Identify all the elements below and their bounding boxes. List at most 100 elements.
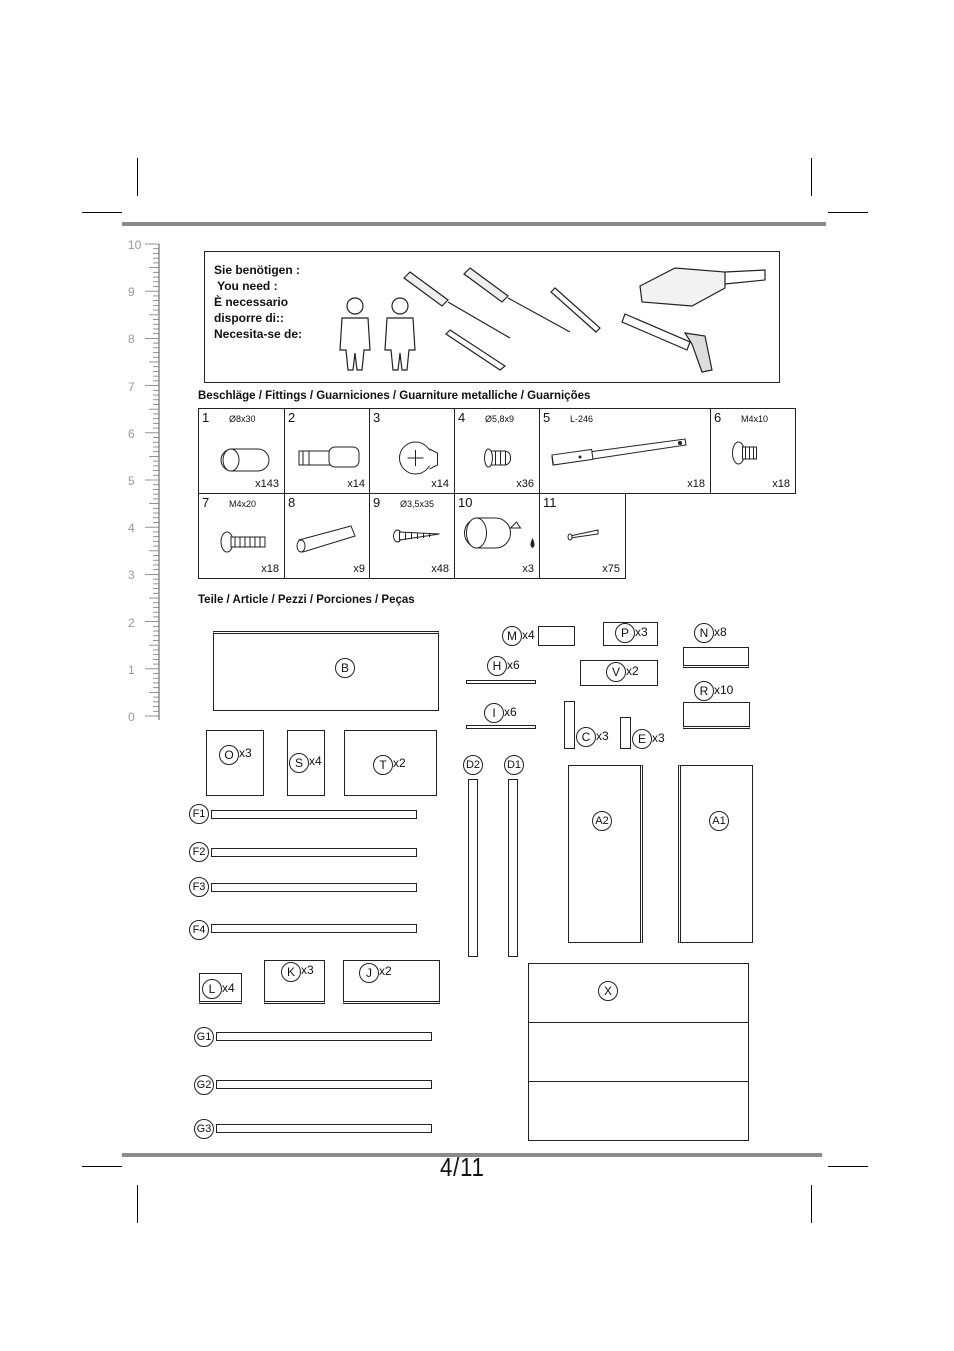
ruler-label: 0 <box>128 710 135 724</box>
fitting-spec: M4x20 <box>229 499 257 509</box>
ruler-label: 2 <box>128 615 135 630</box>
fitting-quantity: x36 <box>516 478 534 490</box>
fitting-number: 1 <box>202 410 210 425</box>
panel-j <box>343 960 440 1004</box>
crop-mark <box>82 212 122 213</box>
part-count: x2 <box>379 964 392 978</box>
fitting-number: 5 <box>543 410 551 425</box>
fitting-icon <box>220 448 270 472</box>
part-label: A1 <box>709 811 729 831</box>
panel-d1 <box>508 779 518 957</box>
part-label: X <box>598 981 618 1001</box>
tools-illustration <box>339 267 766 373</box>
panel-x <box>528 963 749 1141</box>
crop-mark <box>828 1166 868 1167</box>
fitting-quantity: x9 <box>353 563 365 575</box>
part-label: R <box>694 681 714 701</box>
part-label: G2 <box>194 1075 214 1095</box>
panel-l <box>199 973 242 1004</box>
crop-mark <box>137 1185 138 1223</box>
panel-d2 <box>468 779 478 957</box>
fitting-icon <box>220 531 266 553</box>
part-label: A2 <box>592 811 612 831</box>
fitting-icon <box>393 529 440 543</box>
part-label: M <box>502 626 522 646</box>
panel-e <box>620 717 631 749</box>
fitting-spec: Ø8x30 <box>229 414 256 424</box>
hammer-icon <box>621 313 713 373</box>
fitting-number: 10 <box>458 495 473 510</box>
bar-f2 <box>211 848 417 857</box>
ruler-label: 9 <box>128 285 135 300</box>
panel-b <box>213 631 439 711</box>
part-count: x10 <box>714 683 734 697</box>
ruler-label: 7 <box>128 379 135 394</box>
fitting-icon <box>296 525 356 553</box>
fitting-cell: 1 Ø8x30 x143 <box>198 408 285 494</box>
part-label: C <box>576 727 596 747</box>
fitting-number: 3 <box>373 410 381 425</box>
panel-o <box>206 730 264 796</box>
need-line: disporre di:: <box>214 311 285 325</box>
ruler-label: 1 <box>128 662 135 677</box>
panel-n <box>683 647 749 668</box>
part-label: I <box>484 703 504 723</box>
fitting-quantity: x48 <box>431 563 449 575</box>
header-rule <box>122 222 826 226</box>
part-count: x2 <box>626 664 639 678</box>
panel-a2 <box>568 765 643 943</box>
panel-x-divider <box>528 1081 749 1082</box>
ruler-label: 3 <box>128 568 135 583</box>
part-label: N <box>694 623 714 643</box>
ruler-label: 8 <box>128 332 135 347</box>
fitting-number: 6 <box>714 410 722 425</box>
part-count: x3 <box>652 731 665 745</box>
part-label: V <box>606 662 626 682</box>
part-label: B <box>335 658 355 678</box>
glue-icon <box>639 267 766 307</box>
ruler-label: 4 <box>128 521 135 536</box>
bar-i <box>466 725 536 729</box>
fitting-quantity: x14 <box>431 478 449 490</box>
panel-k <box>264 960 325 1004</box>
parts-heading: Teile / Article / Pezzi / Porciones / Pe… <box>198 594 415 606</box>
panel-r <box>683 702 750 729</box>
part-count: x2 <box>393 756 406 770</box>
part-label: S <box>289 753 309 773</box>
part-count: x3 <box>635 625 648 639</box>
ruler-label: 10 <box>128 238 142 252</box>
fitting-number: 11 <box>543 495 557 510</box>
panel-a1 <box>678 765 753 943</box>
bar-g1 <box>216 1032 432 1041</box>
part-count: x8 <box>714 625 727 639</box>
fitting-quantity: x143 <box>255 478 279 490</box>
part-label: F2 <box>189 842 209 862</box>
bar-g2 <box>216 1080 432 1089</box>
ruler-label: 6 <box>128 426 135 441</box>
fitting-quantity: x3 <box>522 563 534 575</box>
need-line: Sie benötigen : <box>214 263 301 277</box>
part-label: F1 <box>189 804 209 824</box>
part-label: G3 <box>194 1119 214 1139</box>
part-count: x3 <box>301 963 314 977</box>
tools-needed-text: Sie benötigen : You need : È necessario … <box>214 262 302 342</box>
crop-mark <box>811 158 812 196</box>
part-count: x4 <box>522 628 535 642</box>
two-persons-icon <box>339 297 416 371</box>
bar-f4 <box>211 924 417 933</box>
fitting-number: 7 <box>202 495 210 510</box>
part-label: P <box>615 623 635 643</box>
panel-x-divider <box>528 1022 749 1023</box>
part-label: O <box>219 745 239 765</box>
fitting-number: 9 <box>373 495 381 510</box>
bar-f1 <box>211 810 417 819</box>
panel-m <box>538 626 575 646</box>
crop-mark <box>811 1185 812 1223</box>
part-count: x3 <box>596 729 609 743</box>
